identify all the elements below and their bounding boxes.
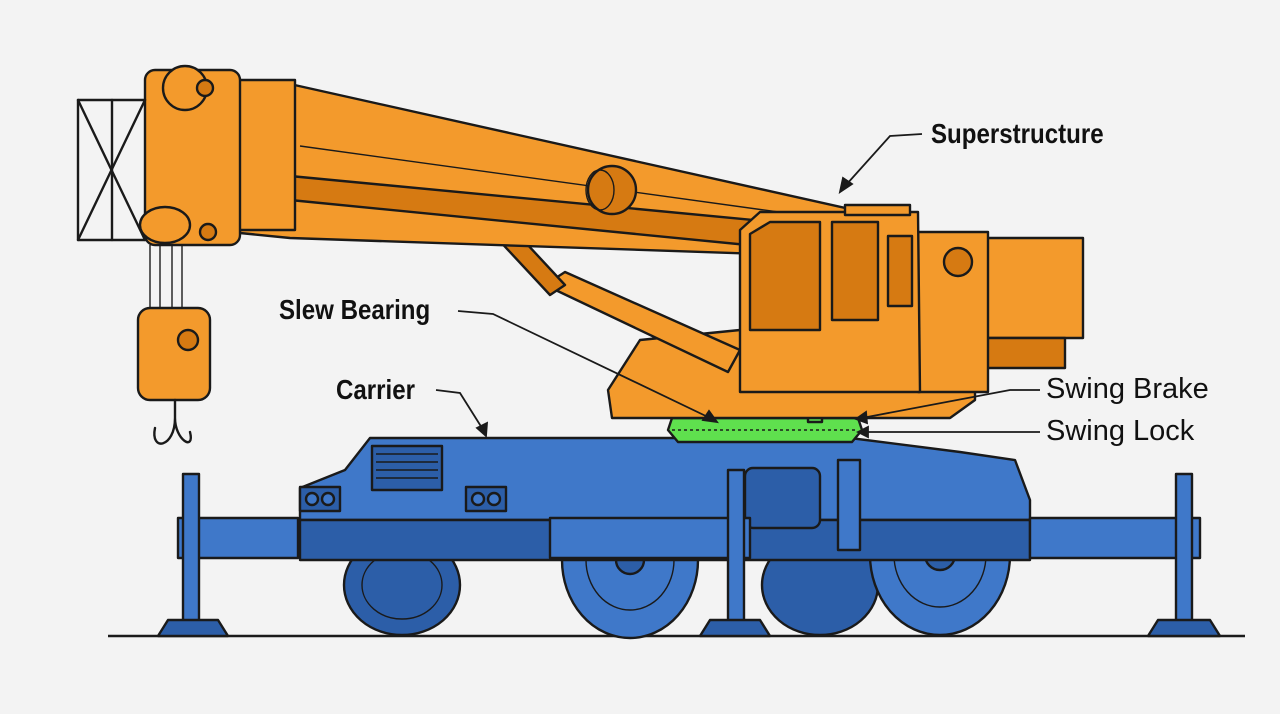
swing-brake-leader xyxy=(861,389,1040,419)
swing-brake-label: Swing Brake xyxy=(1046,373,1209,405)
leader-lines xyxy=(435,133,1040,439)
superstructure-label: Superstructure xyxy=(931,118,1104,149)
carrier-label: Carrier xyxy=(336,374,415,405)
slew-bearing-leader xyxy=(457,310,711,419)
counterweight xyxy=(973,236,1085,340)
fuel-tank xyxy=(743,466,822,530)
outrigger-jack xyxy=(698,468,772,638)
swing-lock-label: Swing Lock xyxy=(1046,415,1195,447)
hook-icon xyxy=(153,398,192,445)
hook-block xyxy=(136,306,212,445)
carrier-leader xyxy=(435,389,483,429)
engine-grille xyxy=(370,444,444,492)
superstructure-leader xyxy=(845,133,923,186)
jib-lattice xyxy=(76,98,147,242)
outrigger-beam-right xyxy=(1028,516,1202,560)
slew-bearing-label: Slew Bearing xyxy=(279,294,431,325)
outrigger-beam-center xyxy=(548,516,752,560)
outrigger-jack xyxy=(1146,472,1222,638)
outrigger-jack xyxy=(156,472,230,638)
superstructure xyxy=(76,64,1085,445)
carrier xyxy=(156,436,1222,640)
operator-cab xyxy=(738,203,922,394)
